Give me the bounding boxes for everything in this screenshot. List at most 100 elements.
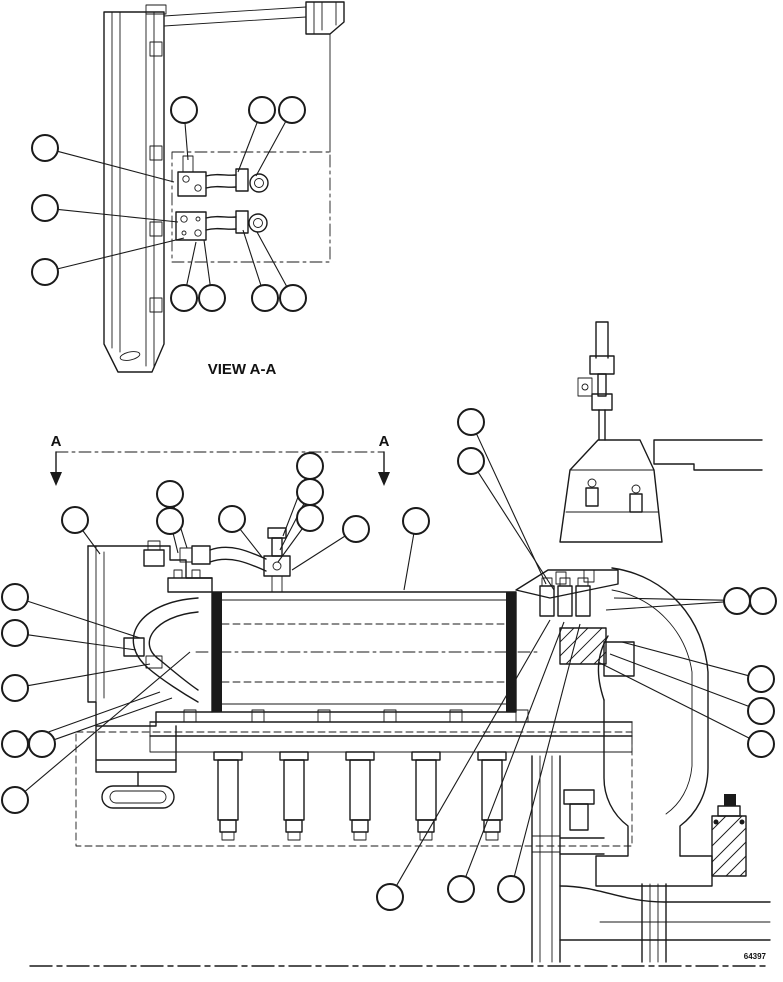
mounting-rail xyxy=(103,4,167,373)
callout-balloon xyxy=(447,875,475,903)
callout-leader-line xyxy=(242,229,262,286)
callout-balloon xyxy=(296,504,324,532)
callout-leader-line xyxy=(57,150,175,183)
callout-leader-line xyxy=(27,600,141,639)
callout-leader-line xyxy=(465,621,565,878)
callout-balloon xyxy=(296,452,324,480)
callout-balloon xyxy=(747,730,775,758)
section-arrow-left xyxy=(50,472,62,486)
callout-balloon xyxy=(279,284,307,312)
bottom-manifold xyxy=(149,709,633,841)
inlet-hose xyxy=(179,545,267,572)
manifold-cylinder xyxy=(213,751,243,841)
callout-leader-line xyxy=(27,691,161,741)
callout-balloon xyxy=(170,284,198,312)
callout-leader-line xyxy=(54,697,173,741)
callout-balloon xyxy=(31,258,59,286)
callout-balloon xyxy=(747,665,775,693)
lower-hose xyxy=(123,597,199,703)
section-letter-right: A xyxy=(379,433,390,450)
callout-balloon xyxy=(156,480,184,508)
callout-balloon xyxy=(497,875,525,903)
drawing-number: 64397 xyxy=(744,952,767,961)
section-cut-marker xyxy=(50,451,390,486)
callout-leader-line xyxy=(57,237,185,270)
manifold-cylinder xyxy=(279,751,309,841)
callout-balloon xyxy=(198,284,226,312)
callout-balloon xyxy=(218,505,246,533)
section-arrow-right xyxy=(378,472,390,486)
cooler-core xyxy=(167,569,541,713)
main-assembly xyxy=(29,321,771,967)
callout-balloon xyxy=(342,515,370,543)
base-structure xyxy=(559,885,771,941)
phantom-outline xyxy=(75,731,633,847)
callout-balloon xyxy=(457,408,485,436)
callout-leader-line xyxy=(605,601,725,611)
callout-leader-line xyxy=(82,530,101,555)
left-mounting-bracket xyxy=(87,540,213,727)
callout-balloon xyxy=(457,447,485,475)
callout-balloon xyxy=(1,583,29,611)
callout-balloon xyxy=(251,284,279,312)
lower-hose-fitting xyxy=(175,210,268,241)
view-aa-detail xyxy=(103,1,345,373)
pump-filter xyxy=(711,794,747,877)
callout-balloon xyxy=(1,619,29,647)
manifold-cylinder xyxy=(411,751,441,841)
callout-balloons xyxy=(1,96,777,911)
callout-balloon xyxy=(749,587,777,615)
callout-leader-line xyxy=(513,623,581,877)
callout-balloon xyxy=(747,697,775,725)
top-bracket xyxy=(163,1,345,153)
callout-leader-line xyxy=(403,533,415,591)
callout-leader-line xyxy=(172,533,179,554)
callout-balloon xyxy=(723,587,751,615)
callout-balloon xyxy=(402,507,430,535)
callout-balloon xyxy=(61,506,89,534)
callout-leader-line xyxy=(255,121,287,177)
callout-balloon xyxy=(170,96,198,124)
support-posts xyxy=(531,755,667,963)
vertical-shaft xyxy=(577,321,615,441)
callout-leader-line xyxy=(277,528,303,563)
callout-leader-line xyxy=(609,653,749,707)
callout-leader-line xyxy=(27,634,137,651)
callout-balloon xyxy=(156,507,184,535)
callout-balloon xyxy=(376,883,404,911)
callout-balloon xyxy=(278,96,306,124)
upper-hose-fitting xyxy=(177,155,269,197)
callout-leader-line xyxy=(203,239,211,286)
callout-balloon xyxy=(1,730,29,758)
section-letter-left: A xyxy=(51,433,62,450)
callout-leader-line xyxy=(477,471,555,591)
callout-balloon xyxy=(1,674,29,702)
callout-leader-line xyxy=(621,641,749,677)
callout-leader-line xyxy=(256,231,288,287)
callout-leader-line xyxy=(57,208,179,223)
callout-leader-line xyxy=(239,528,263,558)
view-aa-label: VIEW A-A xyxy=(208,361,277,378)
manifold-cylinder xyxy=(345,751,375,841)
callout-leader-line xyxy=(291,535,346,571)
left-support-handle xyxy=(95,725,177,809)
callout-leader-line xyxy=(27,663,151,687)
callout-leader-line xyxy=(184,122,189,161)
callout-leader-line xyxy=(237,121,258,173)
engine-housing xyxy=(595,567,713,887)
callout-leader-line xyxy=(186,241,197,286)
top-tee-fitting xyxy=(263,527,291,593)
callout-balloon xyxy=(1,786,29,814)
right-fitting-cluster xyxy=(515,569,635,677)
callout-balloon xyxy=(28,730,56,758)
detail-boundary xyxy=(171,151,331,263)
callout-leader-line xyxy=(597,661,750,739)
callout-balloon xyxy=(296,478,324,506)
frame-rail xyxy=(653,439,763,471)
callout-balloon xyxy=(31,134,59,162)
callout-leader-line xyxy=(24,651,191,793)
callout-balloon xyxy=(31,194,59,222)
manifold-cylinder xyxy=(477,751,507,841)
